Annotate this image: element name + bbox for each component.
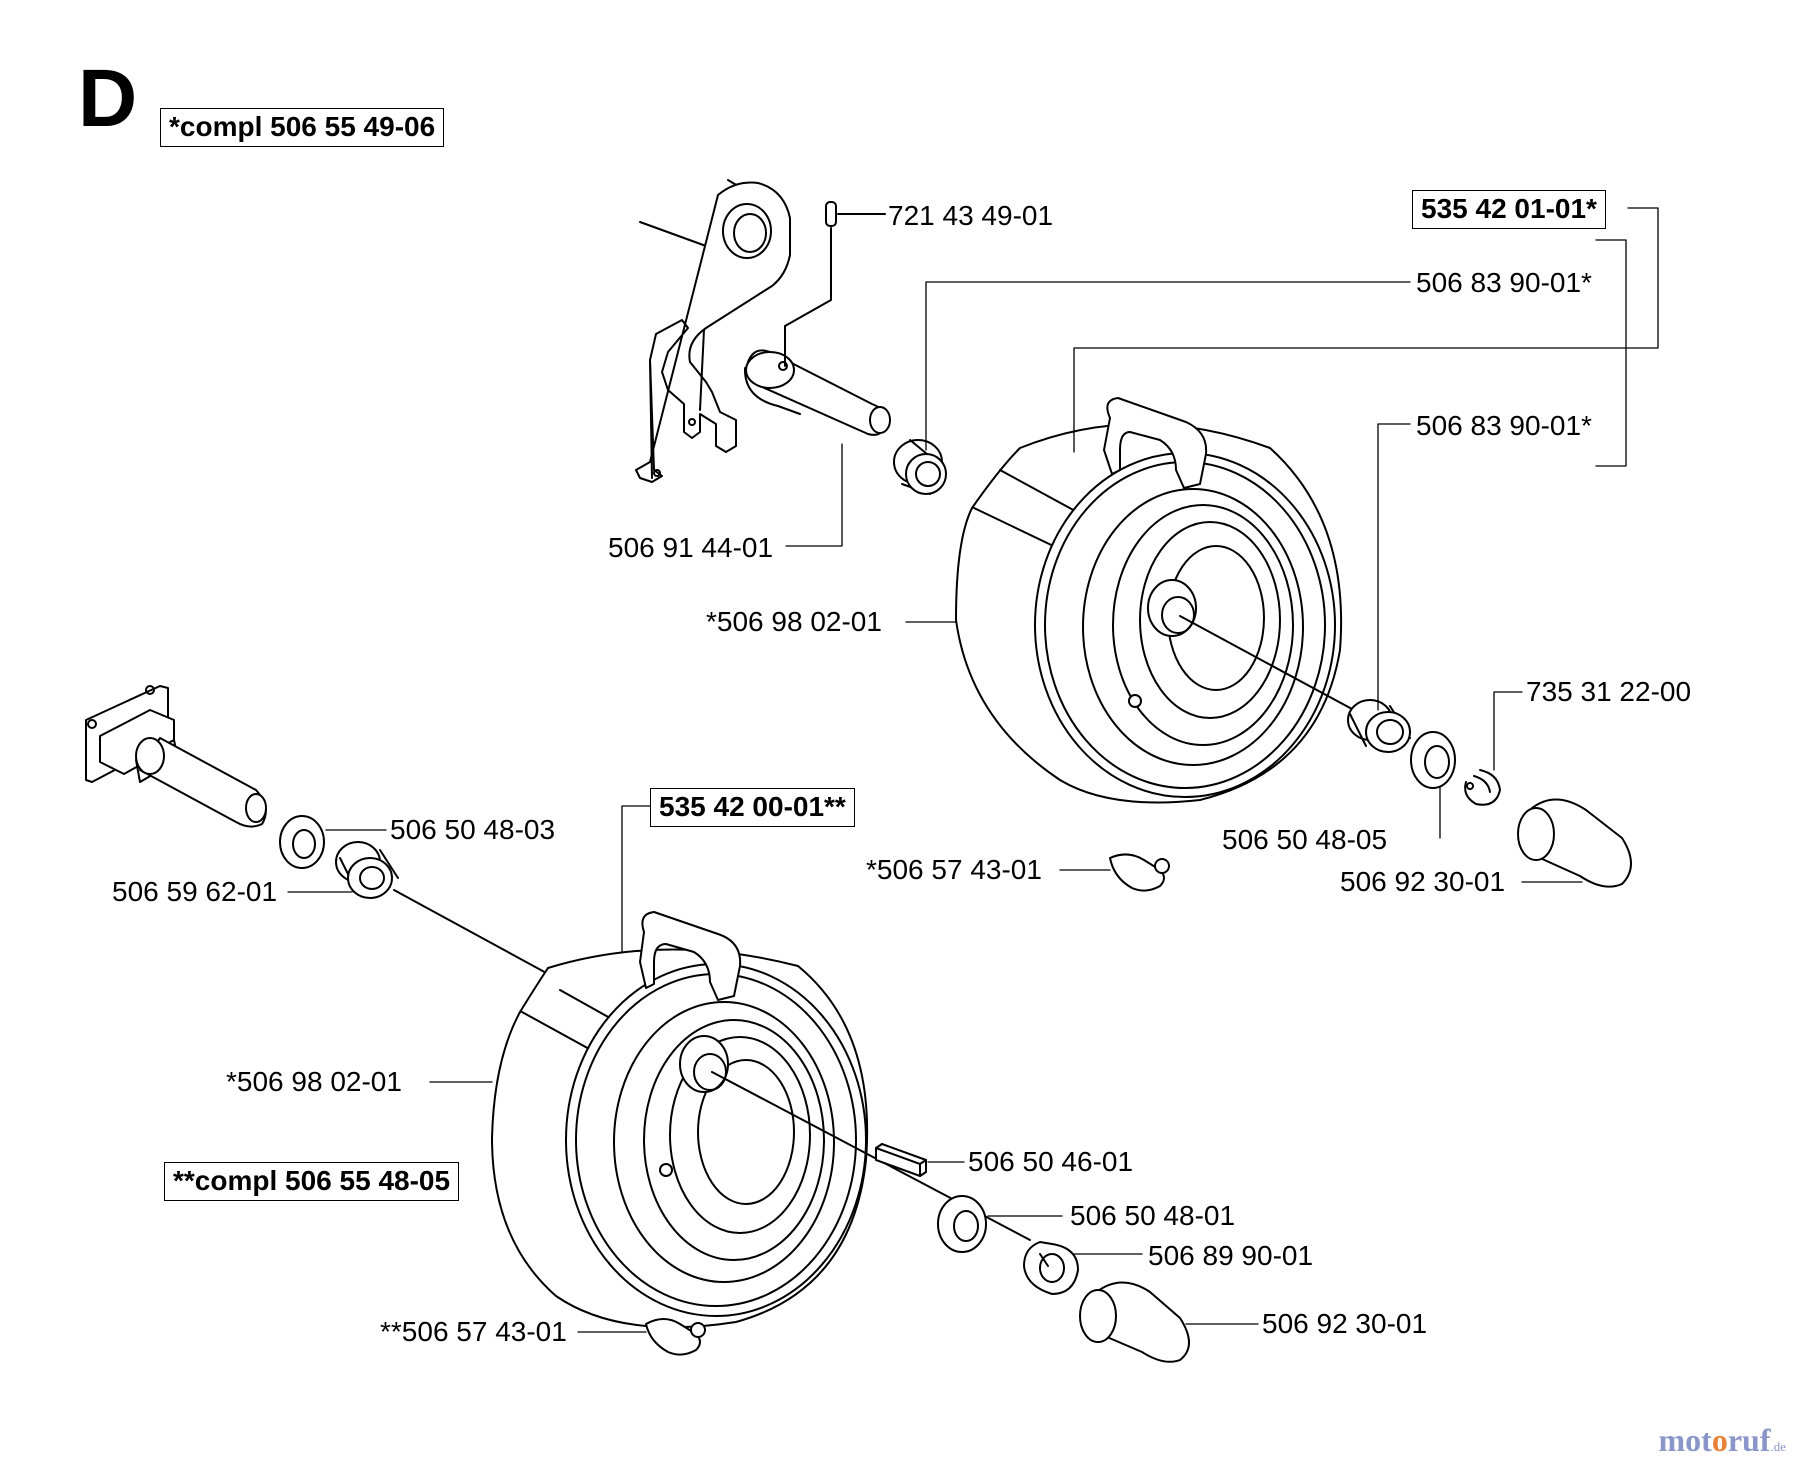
section-letter: D [78, 53, 138, 144]
mounting-bracket [635, 179, 791, 483]
valve-bottom [645, 1318, 706, 1356]
part-label-valve-bottom[interactable]: **506 57 43-01 [380, 1316, 567, 1347]
watermark-logo: motoruf.de [1659, 1424, 1787, 1456]
kit-label-wheel-assembly-top[interactable]: 535 42 01-01* [1412, 190, 1606, 229]
wheel-bottom [491, 911, 1031, 1329]
washer-left [279, 815, 325, 869]
part-label-washer-top[interactable]: 506 50 48-05 [1222, 824, 1388, 855]
part-label-clip-bottom[interactable]: 506 89 90-01 [1148, 1240, 1314, 1271]
cap-bottom [1079, 1281, 1190, 1363]
part-label-cap-bottom[interactable]: 506 92 30-01 [1262, 1308, 1428, 1339]
part-label-key[interactable]: 506 50 46-01 [968, 1146, 1134, 1177]
axle-top [743, 349, 891, 436]
wheel-top [955, 397, 1401, 804]
leader-lines [287, 207, 1659, 1333]
part-label-pin[interactable]: 721 43 49-01 [888, 200, 1054, 231]
kit-label-bottom-compl[interactable]: **compl 506 55 48-05 [164, 1162, 460, 1201]
part-label-bushing-top-outer[interactable]: 506 83 90-01* [1416, 410, 1592, 441]
part-label-wheel-bottom[interactable]: *506 98 02-01 [226, 1066, 402, 1097]
clip-bottom [1023, 1241, 1079, 1295]
watermark-tld: .de [1770, 1439, 1786, 1454]
watermark-brand-c: ruf [1727, 1422, 1771, 1458]
watermark-brand-a: mot [1658, 1422, 1712, 1458]
washer-top [1410, 731, 1456, 789]
kit-label-top-compl[interactable]: *compl 506 55 49-06 [160, 108, 445, 147]
bushing-left [335, 841, 641, 1025]
part-label-wheel-top[interactable]: *506 98 02-01 [706, 606, 882, 637]
pin [784, 201, 886, 367]
cap-top [1517, 798, 1632, 888]
part-label-washer-left[interactable]: 506 50 48-03 [390, 814, 556, 845]
part-label-axle-top[interactable]: 506 91 44-01 [608, 532, 774, 563]
part-label-bushing-top-inner[interactable]: 506 83 90-01* [1416, 267, 1592, 298]
axle-left [135, 737, 267, 828]
washer-bottom [937, 1195, 987, 1253]
watermark-brand-b: o [1711, 1422, 1728, 1458]
key [875, 1143, 927, 1177]
bushing-top-inner [893, 439, 947, 495]
clip-top [1464, 769, 1501, 806]
valve-top [1109, 853, 1170, 892]
part-label-clip-top[interactable]: 735 31 22-00 [1526, 676, 1692, 707]
part-label-bushing-left[interactable]: 506 59 62-01 [112, 876, 278, 907]
bushing-top-outer [1347, 699, 1411, 753]
kit-label-wheel-assembly-bottom[interactable]: 535 42 00-01** [650, 788, 855, 827]
part-label-cap-top[interactable]: 506 92 30-01 [1340, 866, 1506, 897]
part-label-valve-top[interactable]: *506 57 43-01 [866, 854, 1042, 885]
part-label-washer-bottom[interactable]: 506 50 48-01 [1070, 1200, 1236, 1231]
